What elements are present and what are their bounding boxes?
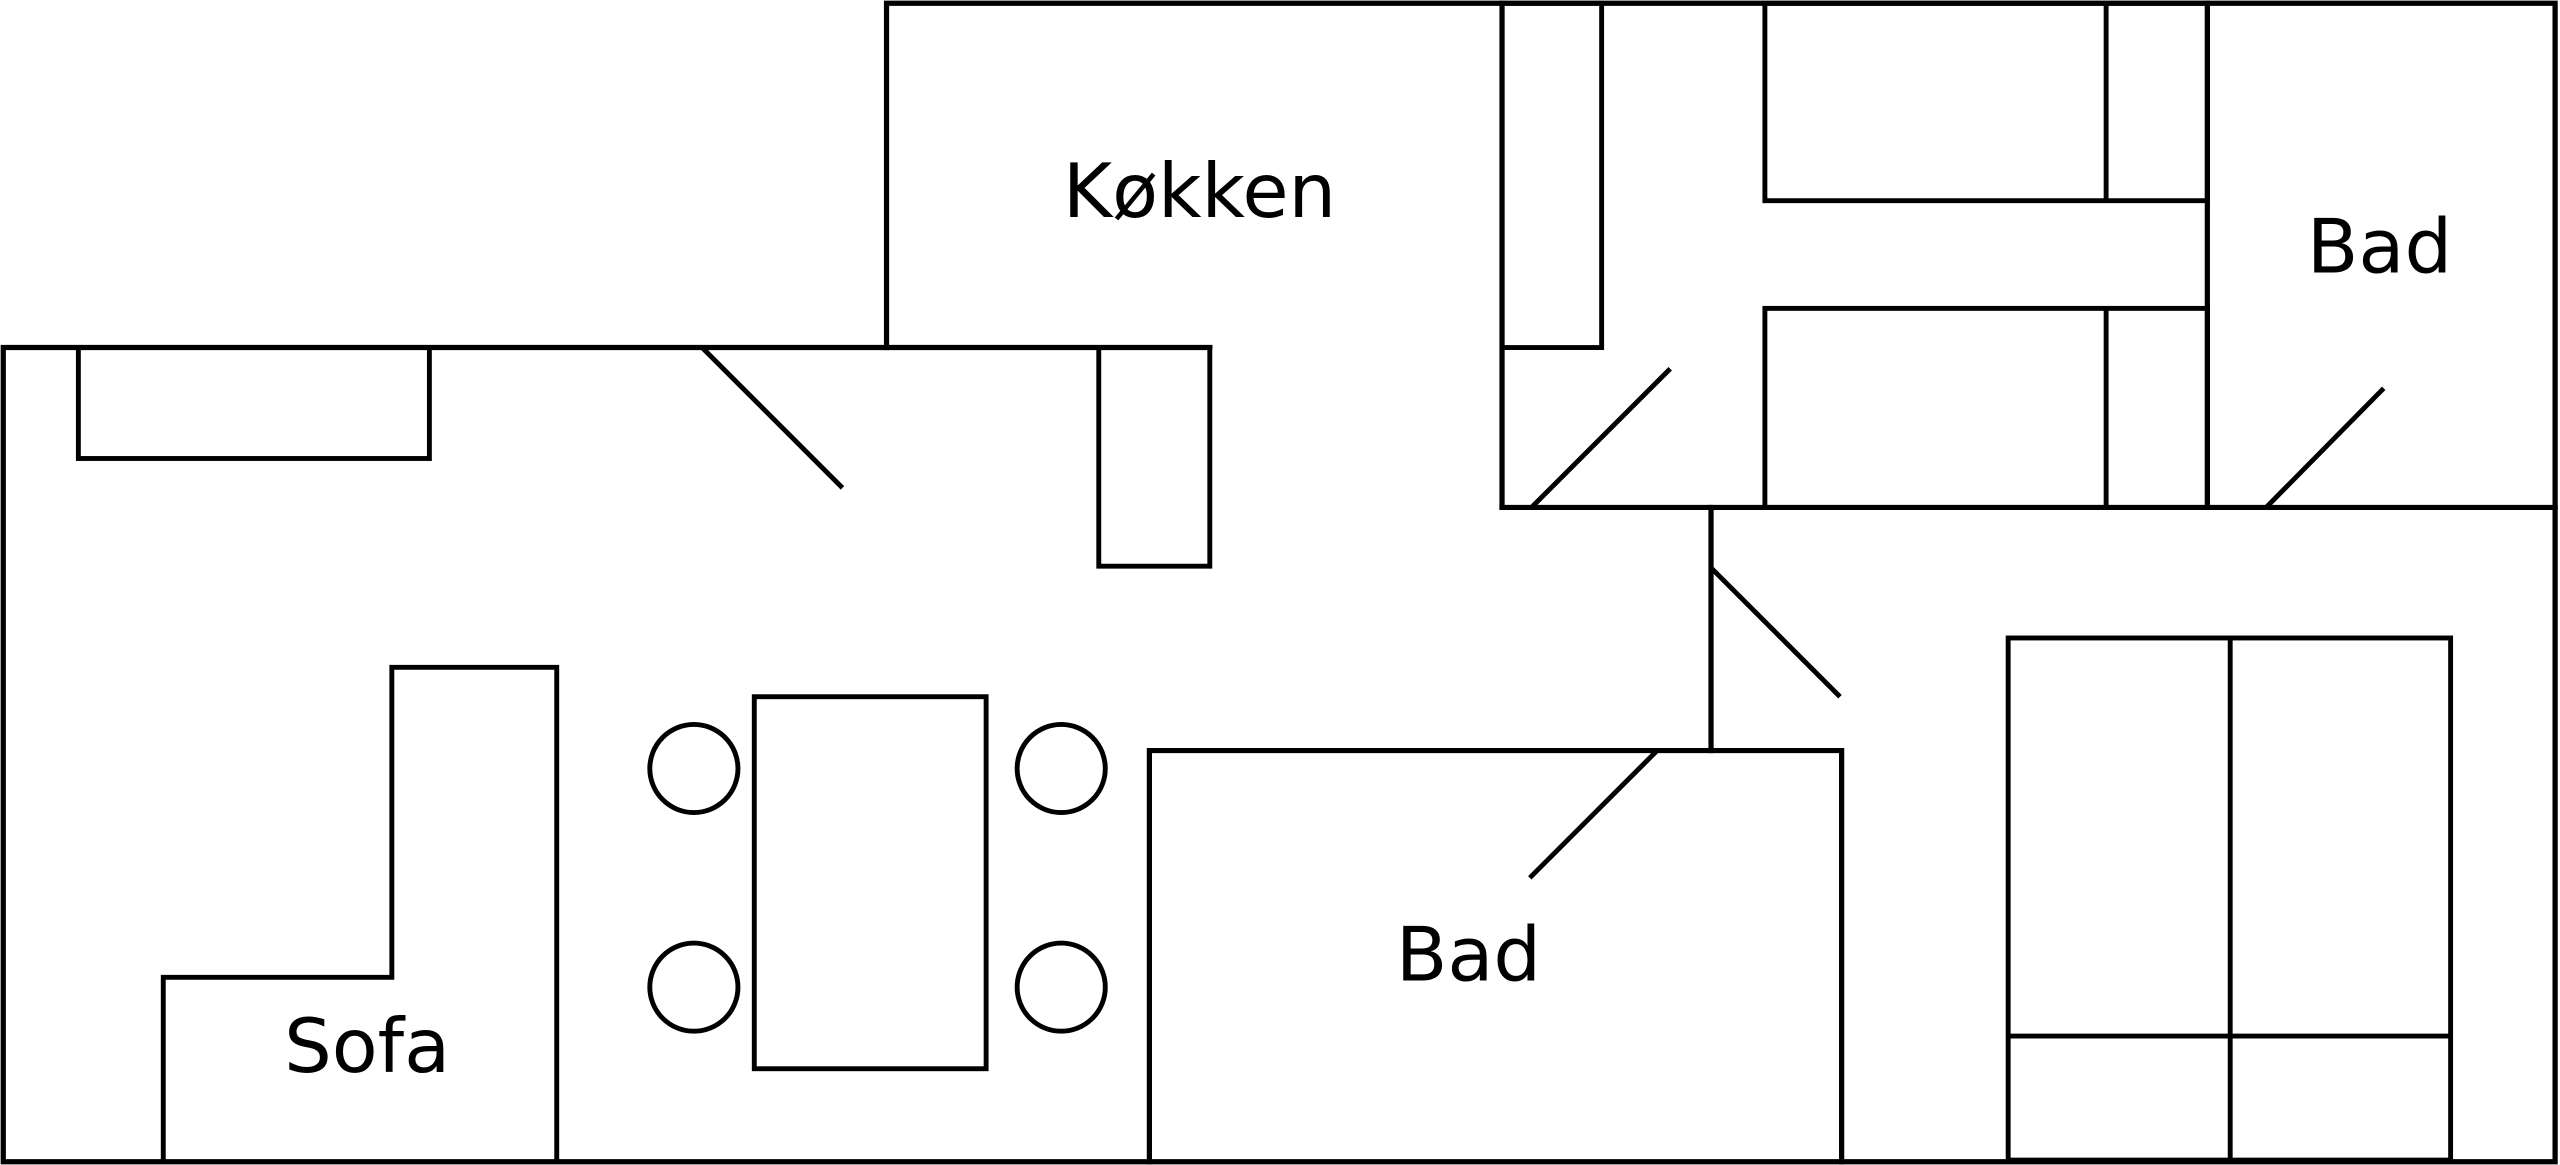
- furniture: [75, 0, 2454, 1163]
- room-label-bath-bottom: Bad: [1396, 911, 1541, 999]
- kitchen-counter: [1096, 345, 1213, 569]
- dining-table: [751, 694, 989, 1072]
- bath-bottom-walls: [1146, 747, 1845, 1165]
- sofa-shape: [160, 664, 560, 1162]
- hall-wardrobe: [1499, 0, 1605, 350]
- room-label-kitchen: Køkken: [1063, 147, 1336, 235]
- room-label-bath-top-right: Bad: [2307, 203, 2452, 291]
- chair-icon: [1014, 940, 1108, 1034]
- door-bath-top-right[interactable]: [2264, 386, 2386, 510]
- bunk-bed-top: [1762, 0, 2210, 204]
- chair-icon: [1014, 722, 1108, 816]
- door-bedroom[interactable]: [1709, 566, 1842, 699]
- tv-bench: [75, 345, 432, 461]
- door-bath-bottom[interactable]: [1528, 748, 1659, 880]
- chair-icon: [647, 722, 741, 816]
- doors: [700, 345, 2386, 880]
- door-living-room[interactable]: [700, 345, 845, 490]
- furniture-label-sofa: Sofa: [284, 1002, 450, 1090]
- chair-icon: [647, 940, 741, 1034]
- door-hall[interactable]: [1529, 367, 1672, 510]
- bunk-bed-bottom: [1762, 305, 2210, 510]
